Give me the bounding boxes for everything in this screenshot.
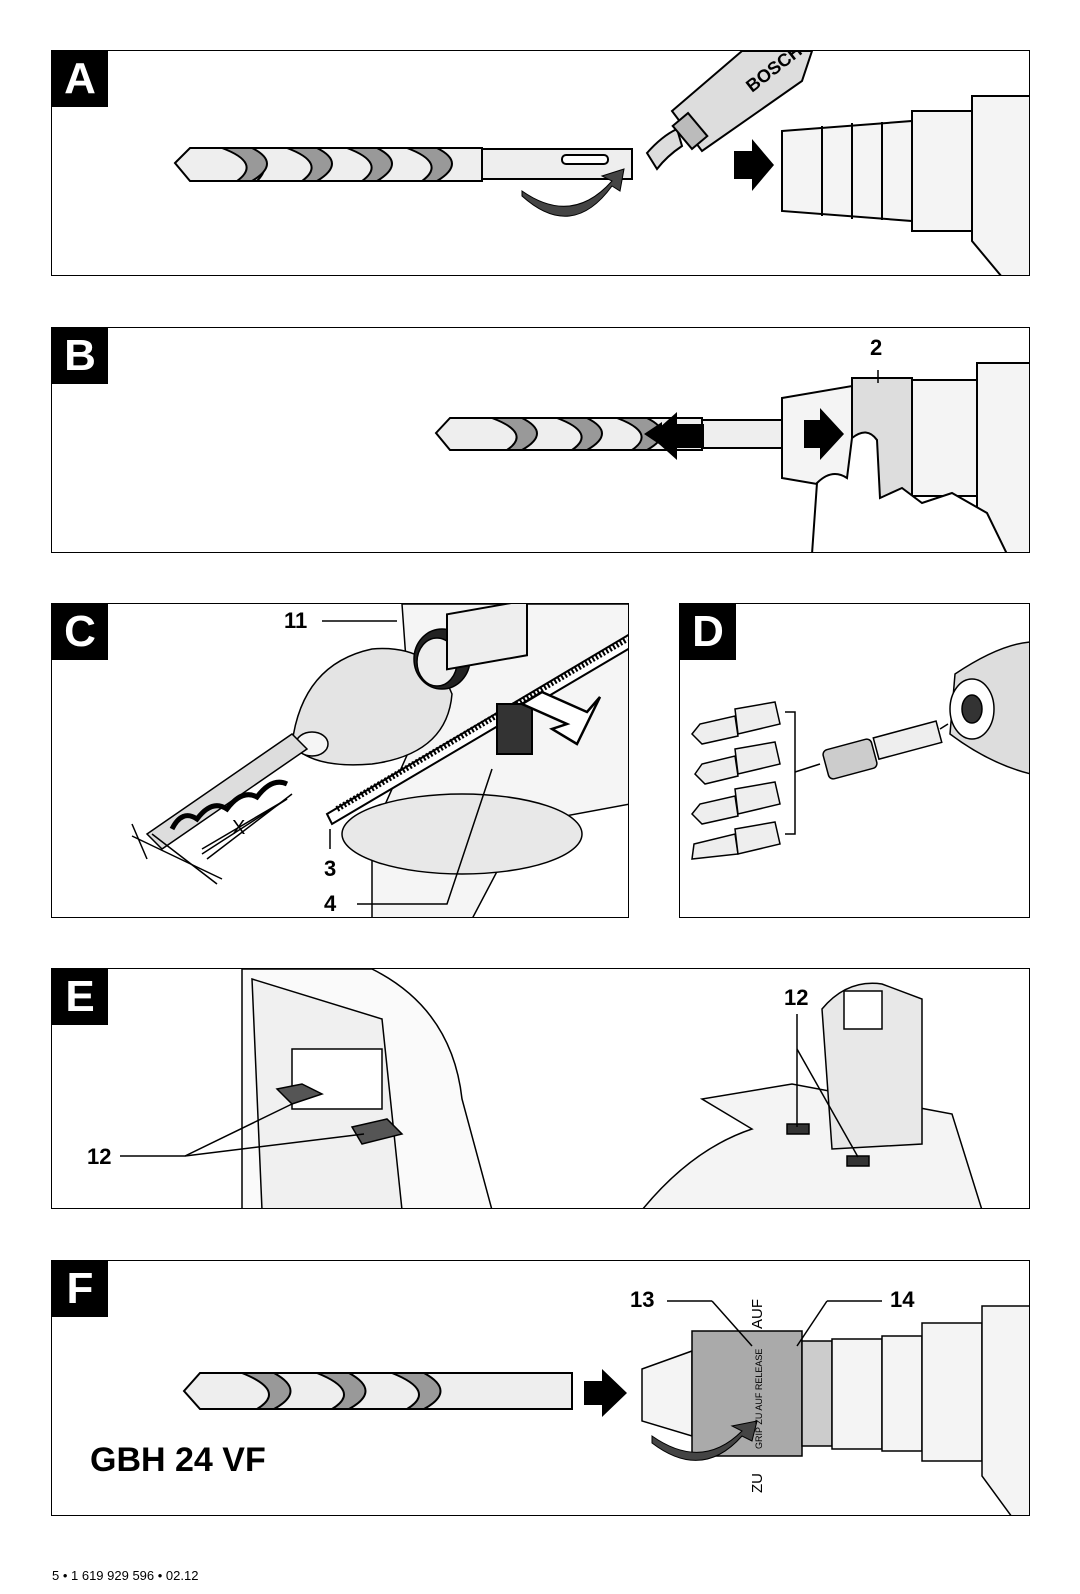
push-arrow-icon bbox=[734, 139, 774, 191]
callout-3: 3 bbox=[324, 856, 337, 881]
panel-e: E 12 12 bbox=[51, 968, 1030, 1209]
grease-tube-icon: BOSCH bbox=[645, 51, 814, 171]
panel-letter-b: B bbox=[52, 328, 108, 384]
illustration-a: BOSCH bbox=[173, 51, 1029, 275]
dimension-x-label: X bbox=[232, 817, 246, 839]
callout-14: 14 bbox=[890, 1287, 915, 1312]
chuck-open-label: AUF bbox=[749, 1299, 766, 1329]
callout-13: 13 bbox=[630, 1287, 655, 1312]
hand-icon bbox=[811, 431, 1008, 552]
hammer-drill-icon bbox=[291, 604, 628, 917]
illustration-e bbox=[120, 969, 983, 1208]
chuck-close-label: ZU bbox=[749, 1473, 766, 1493]
drill-bit-icon bbox=[182, 1372, 573, 1410]
callout-11: 11 bbox=[284, 608, 308, 633]
pull-arrow-icon bbox=[650, 412, 704, 460]
model-name: GBH 24 VF bbox=[90, 1441, 266, 1479]
screwdriver-bit-icon bbox=[691, 821, 781, 860]
panel-d: D bbox=[679, 603, 1030, 918]
illustration-b bbox=[434, 362, 1029, 552]
bit-holder-icon bbox=[822, 720, 943, 780]
depth-stop-rod-icon bbox=[325, 604, 628, 826]
push-arrow-icon bbox=[804, 408, 844, 460]
callout-12-left: 12 bbox=[87, 1144, 112, 1169]
panel-letter-a: A bbox=[52, 51, 108, 107]
auger-bit-icon bbox=[145, 733, 309, 850]
drill-chuck-icon bbox=[949, 641, 1029, 775]
drill-bit-icon bbox=[434, 417, 783, 451]
panel-letter-e: E bbox=[52, 969, 108, 1025]
illustration-c bbox=[131, 604, 628, 917]
callout-12-right: 12 bbox=[784, 985, 809, 1010]
illustration-d bbox=[690, 641, 1029, 860]
panel-letter-d: D bbox=[680, 604, 736, 660]
screwdriver-bit-icon bbox=[694, 741, 781, 785]
panel-a: A BOSCH bbox=[51, 50, 1030, 276]
rotate-arrow-icon bbox=[651, 1420, 758, 1461]
footer-doc-number: 5 • 1 619 929 596 • 02.12 bbox=[52, 1568, 199, 1583]
dimension-x-icon bbox=[131, 793, 293, 885]
panel-letter-c: C bbox=[52, 604, 108, 660]
panel-b: B 2 bbox=[51, 327, 1030, 553]
press-arrow-icon bbox=[519, 690, 602, 746]
chuck-ring-label: GRIP ZU AUF RELEASE bbox=[754, 1348, 764, 1449]
rotate-arrow-icon bbox=[521, 168, 625, 217]
panel-c: C 11 bbox=[51, 603, 629, 918]
drill-bit-icon bbox=[173, 147, 633, 182]
screwdriver-bit-icon bbox=[690, 781, 781, 825]
callout-4: 4 bbox=[324, 891, 337, 916]
screwdriver-bit-icon bbox=[690, 701, 781, 745]
drill-chuck-icon bbox=[781, 95, 1029, 275]
battery-pack-icon bbox=[642, 982, 983, 1208]
panel-f: F 13 14 AUF ZU GRIP ZU AUF RELEASE GBH 2… bbox=[51, 1260, 1030, 1516]
push-arrow-icon bbox=[584, 1369, 627, 1417]
panel-letter-f: F bbox=[52, 1261, 108, 1317]
keyless-chuck-icon bbox=[641, 1305, 1029, 1515]
illustration-f bbox=[182, 1300, 1029, 1515]
callout-2: 2 bbox=[870, 335, 883, 360]
battery-compartment-icon bbox=[241, 969, 493, 1208]
